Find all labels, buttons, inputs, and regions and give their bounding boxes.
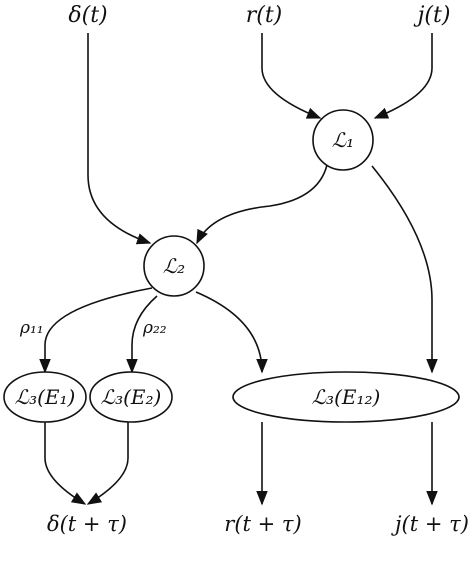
- output-delta-label: δ(t + τ): [47, 512, 127, 536]
- node-l3-e1: ℒ₃(E₁): [3, 371, 87, 423]
- edge-l3-e1-to-delta-out: [44, 422, 87, 505]
- edge-l1-to-l3-e12: [371, 165, 438, 374]
- edge-label-rho22: ρ₂₂: [142, 318, 167, 338]
- node-l2-label: ℒ₂: [163, 254, 185, 278]
- edge-j-to-l1: [373, 33, 433, 119]
- edge-l2-to-l3-e1: [39, 287, 153, 374]
- edge-delta-to-l2: [87, 33, 152, 245]
- node-l3-e2-label: ℒ₃(E₂): [101, 385, 162, 409]
- output-r-label: r(t + τ): [224, 512, 301, 536]
- node-l3-e1-label: ℒ₃(E₁): [15, 385, 76, 409]
- edge-l2-to-l3-e12: [195, 291, 268, 374]
- input-j-label: j(t): [413, 3, 451, 28]
- edge-l3-e2-to-delta-out: [86, 422, 129, 505]
- node-l3-e12: ℒ₃(E₁₂): [232, 371, 460, 423]
- edge-label-rho11: ρ₁₁: [19, 318, 44, 338]
- node-l1: ℒ₁: [312, 109, 374, 171]
- input-r-label: r(t): [246, 3, 283, 28]
- edge-l2-to-l3-e2: [126, 295, 158, 374]
- node-l1-label: ℒ₁: [332, 128, 354, 152]
- node-l3-e12-label: ℒ₃(E₁₂): [312, 385, 381, 409]
- output-j-label: j(t + τ): [391, 512, 469, 536]
- node-l2: ℒ₂: [143, 235, 205, 297]
- input-delta-label: δ(t): [68, 3, 107, 28]
- edge-l1-to-l2: [196, 159, 329, 245]
- edge-r-to-l1: [261, 33, 322, 119]
- node-l3-e2: ℒ₃(E₂): [89, 371, 173, 423]
